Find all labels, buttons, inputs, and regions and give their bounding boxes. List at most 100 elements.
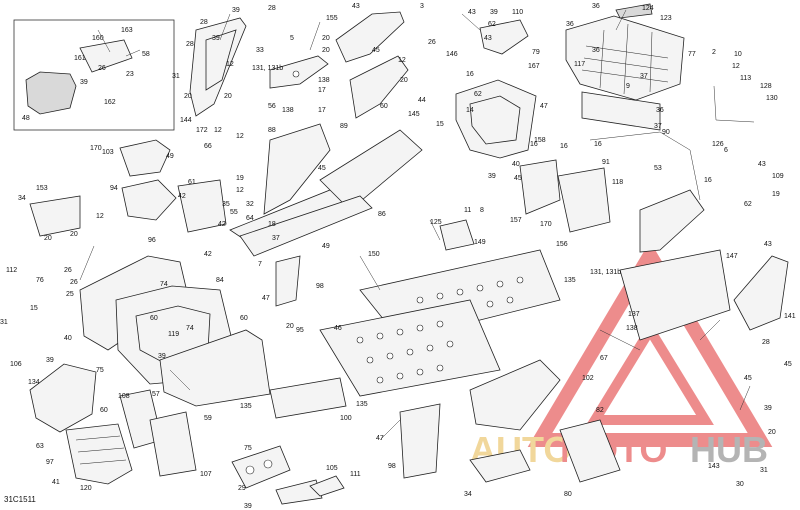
callout-c114: 153 <box>36 185 48 192</box>
callout-c144: 120 <box>80 485 92 492</box>
callout-c59: 14 <box>466 107 474 114</box>
callout-c9: 48 <box>22 115 30 122</box>
callout-c82: 2 <box>712 49 716 56</box>
callout-c105: 55 <box>230 209 238 216</box>
callout-c78: 91 <box>602 159 610 166</box>
callout-c28: 131, 131b <box>252 65 283 72</box>
callout-c63: 39 <box>488 173 496 180</box>
callout-c64: 45 <box>514 175 522 182</box>
rocker-panel-lower <box>239 129 423 257</box>
callout-c48: 110 <box>512 9 523 16</box>
windshield-frame-panel <box>335 11 405 63</box>
callout-c50: 43 <box>484 35 492 42</box>
front-grille <box>121 179 227 233</box>
callout-c143: 97 <box>46 459 54 466</box>
callout-c176: 102 <box>582 375 594 382</box>
callout-c112: 49 <box>322 243 330 250</box>
callout-c69: 117 <box>574 61 585 68</box>
callout-c117: 20 <box>70 231 78 238</box>
callout-c123: 25 <box>66 291 74 298</box>
callout-c74: 36 <box>656 107 664 114</box>
callout-c188: 34 <box>464 491 472 498</box>
watermark-triangle-inner <box>586 320 714 425</box>
callout-c107: 42 <box>218 221 226 228</box>
callout-c76: 16 <box>560 143 568 150</box>
callout-c46: 43 <box>468 9 476 16</box>
cargo-rack-lid <box>615 3 653 19</box>
callout-c171: 131, 131b <box>590 269 621 276</box>
callout-c160: 135 <box>356 401 368 408</box>
callout-c8: 162 <box>104 99 116 106</box>
callout-c22: 172 <box>196 127 208 134</box>
cargo-rack <box>565 15 685 131</box>
small-trim-piece <box>275 475 345 505</box>
callout-c184: 30 <box>736 481 744 488</box>
door-right <box>639 189 705 253</box>
callout-c101: 19 <box>236 175 244 182</box>
callout-c157: 46 <box>334 325 342 332</box>
callout-c71: 36 <box>592 47 600 54</box>
callout-c175: 67 <box>600 355 608 362</box>
side-panel-small <box>275 255 301 307</box>
callout-c108: 42 <box>204 251 212 258</box>
callout-c49: 62 <box>488 21 496 28</box>
callout-c27: 20 <box>322 47 330 54</box>
callout-c35: 43 <box>352 3 360 10</box>
callout-c41: 60 <box>380 103 388 110</box>
callout-c32: 56 <box>268 103 276 110</box>
callout-c51: 79 <box>532 49 540 56</box>
callout-c86: 128 <box>760 83 772 90</box>
callout-c2: 160 <box>92 35 104 42</box>
callout-c187: 20 <box>768 429 776 436</box>
callout-c124: 15 <box>30 305 38 312</box>
callout-c80: 118 <box>612 179 623 186</box>
callout-c179: 141 <box>784 313 796 320</box>
callout-c29: 17 <box>318 87 326 94</box>
callout-c77: 90 <box>662 129 670 136</box>
callout-c129: 74 <box>160 281 168 288</box>
callout-c154: 150 <box>368 251 380 258</box>
callout-c128: 39 <box>46 357 54 364</box>
callout-c115: 20 <box>44 235 52 242</box>
callout-c97: 66 <box>204 143 212 150</box>
callout-c23: 12 <box>214 127 222 134</box>
callout-c181: 28 <box>762 339 770 346</box>
callout-c61: 158 <box>534 137 546 144</box>
leader-lines <box>79 9 751 441</box>
callout-c164: 29 <box>238 485 246 492</box>
wheel-well-trim <box>469 359 561 431</box>
callout-c68: 36 <box>566 21 574 28</box>
callout-c135: 39 <box>158 353 166 360</box>
callout-c131: 74 <box>186 325 194 332</box>
callout-c110: 37 <box>272 235 280 242</box>
callout-c45: 45 <box>318 165 326 172</box>
callout-c47: 39 <box>490 9 498 16</box>
callout-c106: 64 <box>246 215 254 222</box>
callout-c173: 138 <box>626 325 638 332</box>
callout-c12: 28 <box>268 5 276 12</box>
callout-c170: 156 <box>556 241 568 248</box>
callout-c118: 96 <box>148 237 156 244</box>
lower-door-panel <box>559 419 621 483</box>
dash-console <box>159 329 271 407</box>
callout-c149: 98 <box>316 283 324 290</box>
callout-c15: 39 <box>212 35 220 42</box>
callout-c31: 17 <box>318 107 326 114</box>
callout-c116: 12 <box>96 213 104 220</box>
callout-c168: 157 <box>510 217 522 224</box>
callout-c146: 107 <box>200 471 212 478</box>
callout-c62: 40 <box>512 161 520 168</box>
callout-c95: 103 <box>102 149 114 156</box>
callout-c87: 130 <box>766 95 778 102</box>
callout-c161: 98 <box>388 463 396 470</box>
callout-c166: 111 <box>350 471 361 478</box>
nose-cover <box>29 363 97 433</box>
callout-c140: 59 <box>204 415 212 422</box>
callout-c18: 31 <box>172 73 180 80</box>
roll-bar-cover <box>479 19 529 55</box>
inset-tray <box>25 71 77 115</box>
callout-c150: 20 <box>286 323 294 330</box>
drawing-code: 31C1511 <box>4 495 36 504</box>
callout-c55: 167 <box>528 63 540 70</box>
callout-c156: 11 <box>464 207 471 214</box>
